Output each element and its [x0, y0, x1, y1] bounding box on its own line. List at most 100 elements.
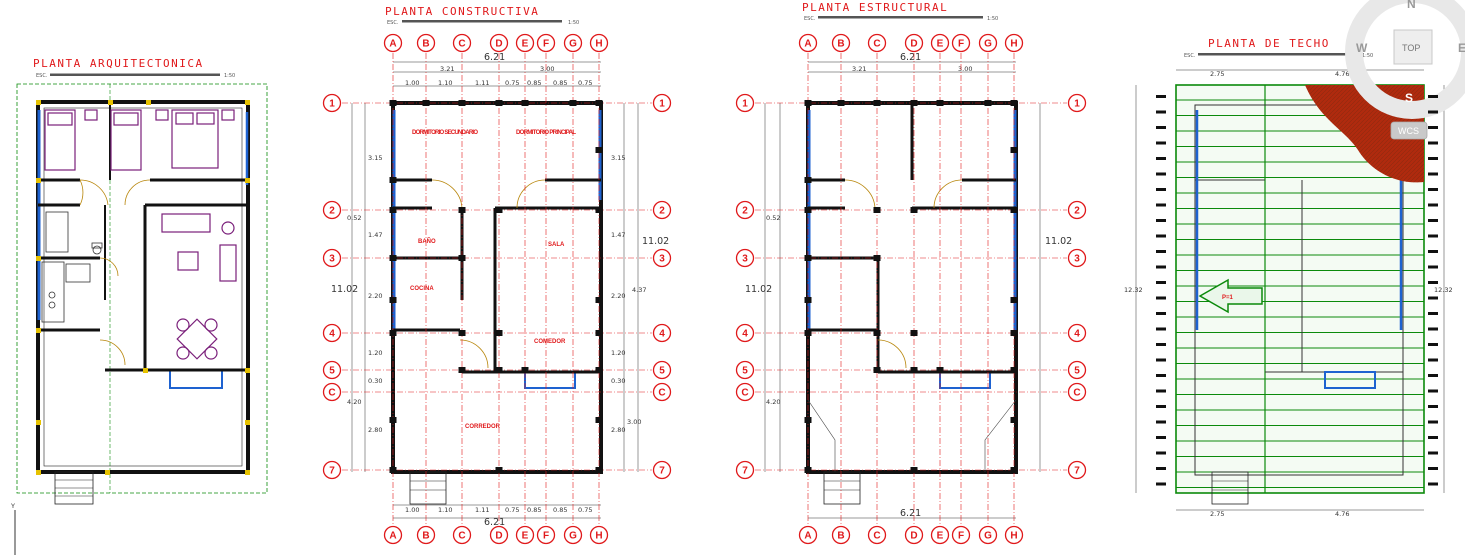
dim-total-width: 6.21 — [900, 508, 921, 519]
viewcube-top[interactable]: TOP — [1402, 43, 1420, 53]
roof-marker — [1156, 358, 1166, 362]
column-marker — [495, 207, 503, 213]
grid-bubble-col — [563, 33, 583, 53]
wcs-label[interactable]: WCS — [1398, 126, 1419, 136]
grid-bubble-row — [1067, 460, 1087, 480]
panel-arquitectonica: PLANTA ARQUITECTONICA ESC. 1:50 — [10, 57, 268, 555]
grid-bubble-col — [831, 33, 851, 53]
roof-marker — [1428, 188, 1438, 191]
grid-bubble-label: D — [910, 39, 917, 50]
dim-right: 1.47 — [611, 231, 625, 239]
scale-value: 1:50 — [224, 73, 235, 79]
dim-seg: 1.10 — [438, 506, 452, 514]
roof-marker — [1156, 250, 1166, 253]
roof-marker — [1156, 188, 1166, 191]
grid-bubble-col — [951, 525, 971, 545]
column-marker — [1010, 147, 1018, 153]
viewcube-east[interactable]: E — [1458, 41, 1465, 55]
grid-bubble-label: 4 — [329, 329, 335, 340]
dim-left: 3.15 — [368, 154, 382, 162]
dim-right: 2.80 — [611, 426, 625, 434]
roof-marker — [1428, 358, 1438, 362]
grid-bubble-row — [322, 248, 342, 268]
grid-bubble-row — [735, 382, 755, 402]
dim-seg: 0.85 — [553, 79, 567, 87]
column-marker — [595, 100, 603, 106]
dim-seg: 1.11 — [475, 506, 489, 514]
grid-bubble-label: 5 — [329, 366, 335, 377]
grid-bubble-row — [735, 200, 755, 220]
roof-marker — [1156, 203, 1166, 207]
dim-total-height: 11.02 — [331, 284, 358, 295]
column-marker — [1010, 100, 1018, 106]
grid-bubble-label: C — [458, 39, 465, 50]
grid-bubble-col — [489, 525, 509, 545]
column-marker — [389, 177, 397, 183]
grid-bubble-col — [798, 525, 818, 545]
panel-constructiva: PLANTA CONSTRUCTIVA ESC. 1:50 6.21 3.21 … — [331, 5, 669, 528]
roof-marker — [1428, 482, 1438, 486]
grid-bubble-label: D — [495, 39, 502, 50]
dim-roof-side: 12.32 — [1124, 286, 1143, 294]
viewcube-north[interactable]: N — [1407, 0, 1416, 11]
grid-bubble-row — [652, 382, 672, 402]
grid-bubble-col — [1004, 33, 1024, 53]
roof-marker — [1428, 250, 1438, 253]
column-marker — [595, 417, 603, 423]
scale-prefix: ESC. — [804, 16, 816, 22]
grid-bubble-label: C — [458, 531, 465, 542]
roof-marker — [1156, 389, 1166, 393]
grid-bubble-row — [322, 360, 342, 380]
column-marker — [521, 100, 529, 106]
roof-marker — [1428, 265, 1438, 269]
wcs-button[interactable] — [1390, 121, 1428, 140]
viewcube-south[interactable]: S — [1405, 91, 1413, 105]
grid-bubble-label: B — [837, 39, 844, 50]
roof-marker — [1428, 157, 1438, 160]
grid-bubble-row — [652, 248, 672, 268]
viewcube-west[interactable]: W — [1356, 41, 1368, 55]
roof-marker — [1428, 203, 1438, 207]
grid-bubble-label: 7 — [329, 466, 335, 477]
roof-marker — [1156, 482, 1166, 486]
roof-marker — [1428, 126, 1438, 129]
column-marker — [1010, 417, 1018, 423]
roof-marker — [1156, 436, 1166, 439]
column-marker — [936, 367, 944, 373]
grid-bubble-col — [452, 33, 472, 53]
grid-bubble-row — [322, 382, 342, 402]
roof-marker — [1156, 157, 1166, 160]
roof-marker — [1428, 234, 1438, 238]
grid-bubble-label: E — [937, 39, 944, 50]
column-marker — [804, 207, 812, 213]
grid-bubble-col — [978, 33, 998, 53]
roof-marker — [1428, 219, 1438, 222]
grid-bubble-col — [930, 33, 950, 53]
roof-marker — [1428, 327, 1438, 331]
grid-bubble-label: 3 — [329, 254, 335, 265]
dim-total-width: 6.21 — [484, 52, 505, 63]
grid-bubble-label: 2 — [659, 206, 665, 217]
grid-bubble-label: 1 — [329, 99, 335, 110]
grid-bubble-label: A — [389, 39, 396, 50]
grid-bubble-row — [652, 200, 672, 220]
column-marker — [458, 100, 466, 106]
grid-bubble-label: G — [984, 39, 992, 50]
column-marker — [873, 207, 881, 213]
scale-value: 1:50 — [568, 20, 579, 26]
grid-bubble-label: F — [543, 531, 549, 542]
column-marker — [495, 330, 503, 336]
grid-bubble-label: G — [569, 39, 577, 50]
grid-bubble-label: E — [522, 531, 529, 542]
room-sala: SALA — [548, 242, 565, 248]
roof-marker — [1156, 265, 1166, 269]
dim-seg: 0.85 — [527, 506, 541, 514]
dim-left: 0.52 — [766, 214, 780, 222]
roof-marker — [1156, 467, 1166, 470]
viewcube[interactable]: N S W E TOP WCS — [1345, 0, 1465, 140]
column-marker — [595, 297, 603, 303]
grid-bubble-col — [536, 525, 556, 545]
column-marker — [595, 207, 603, 213]
dim-total-width: 6.21 — [484, 517, 505, 528]
